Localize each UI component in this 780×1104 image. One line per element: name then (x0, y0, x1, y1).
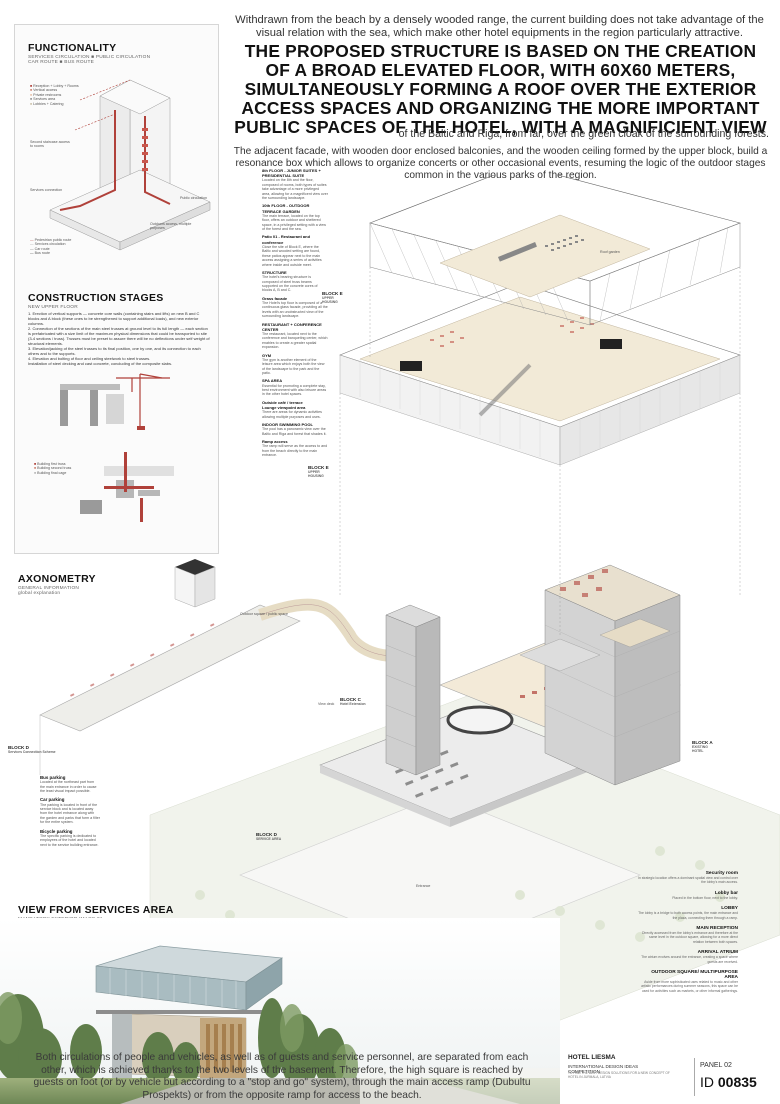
label-public-circulation: Public circulation (180, 196, 207, 200)
block-d-strip (39, 604, 301, 775)
label-second-staircase: Second staircase access to rooms (30, 140, 70, 149)
construction-diagram (60, 373, 174, 522)
legend-item: — Bus route (30, 251, 50, 256)
construction-subtitle: NEW UPPER FLOOR (28, 305, 78, 310)
headline: THE PROPOSED STRUCTURE IS BASED ON THE C… (234, 41, 767, 137)
legend-item: ■ Vertical access (30, 88, 58, 93)
construction-header: CONSTRUCTION STAGES NEW UPPER FLOOR (28, 292, 208, 310)
functionality-subtitle: SERVICES CIRCULATION ■ PUBLIC CIRCULATIO… (28, 55, 151, 65)
exterior-render-image (0, 918, 560, 1104)
legend-item: ■ Building first truss (34, 462, 66, 466)
axonometry-header: AXONOMETRY GENERAL INFORMATION global ex… (18, 573, 138, 596)
block-d-service-plinth (319, 706, 601, 827)
construction-text: 1. Erection of vertical supports — concr… (28, 311, 210, 366)
block-a-hotel (519, 564, 681, 786)
functionality-title: FUNCTIONALITY (28, 42, 117, 54)
construction-title: CONSTRUCTION STAGES (28, 292, 164, 304)
intro-text: Withdrawn from the beach by a densely wo… (235, 14, 764, 39)
legend-item: ■ Lobbies + Catering (30, 101, 64, 106)
axonometry-title: AXONOMETRY (18, 573, 96, 585)
legend-item: ■ Services area (30, 97, 56, 102)
legend-item: — Services circulation (30, 242, 66, 247)
callout-entrance: Entrance (416, 884, 431, 888)
legend-item: — Car route (30, 246, 50, 251)
functionality-legend: ■ Reception + Lobby + Rooms ■ Vertical a… (30, 84, 110, 106)
label-services-connection: Services connection (30, 188, 63, 192)
functionality-diagram (49, 79, 211, 251)
program-notes: 8th FLOOR - JUNIOR SUITES + PRESIDENTIAL… (262, 168, 328, 461)
bottom-caption: Both circulations of people and vehicles… (33, 1052, 531, 1101)
block-e-middle-floor (339, 282, 741, 466)
construction-legend: ■ Building first truss ■ Building second… (34, 462, 94, 475)
axonometry-subtitle: GENERAL INFORMATION global explanation (18, 586, 80, 596)
callout-roof-garden: Roof garden (600, 250, 620, 254)
note-item: Outside café / terrace Lounge viewpoint … (262, 399, 322, 419)
functionality-legend-bottom: — Pedestrian public route — Services cir… (30, 238, 100, 256)
legend-item: ■ Building second truss (34, 466, 72, 471)
label-outdoors-access: Outdoors access, multiple purposes (150, 222, 192, 231)
legend-item: — Pedestrian public route (30, 238, 72, 242)
functionality-header: FUNCTIONALITY SERVICES CIRCULATION ■ PUB… (28, 42, 208, 65)
callout-outdoor-square: Outdoor square / public space (240, 612, 288, 616)
block-e-top-truss (369, 175, 741, 326)
paragraph-2: The adjacent facade, with wooden door en… (233, 146, 768, 181)
project-name: HOTEL LIESMA (568, 1054, 616, 1061)
headline-tail: of the Baltic and Riga, from far, over t… (398, 128, 769, 140)
project-competition: INTERNATIONAL DESIGN IDEAS COMPETITION (568, 1064, 639, 1074)
credits-divider (694, 1058, 695, 1096)
entry-id: ID 00835 (700, 1074, 757, 1090)
view-services-title: VIEW FROM SERVICES AREA (18, 904, 174, 916)
callout-view-deck: View deck (318, 702, 335, 706)
project-note: TO FIND THE BEST DESIGN SOLUTIONS FOR A … (568, 1071, 670, 1079)
legend-item: ■ Private restrooms (30, 92, 62, 97)
legend-item: ■ Building final cage (34, 470, 67, 475)
note-item: 8th FLOOR - JUNIOR SUITES + PRESIDENTIAL… (262, 168, 328, 201)
legend-item: ■ Reception + Lobby + Rooms (30, 84, 79, 88)
kiosk-block (174, 559, 216, 608)
panel-number: PANEL 02 (700, 1062, 732, 1069)
block-c-tower (385, 604, 441, 776)
